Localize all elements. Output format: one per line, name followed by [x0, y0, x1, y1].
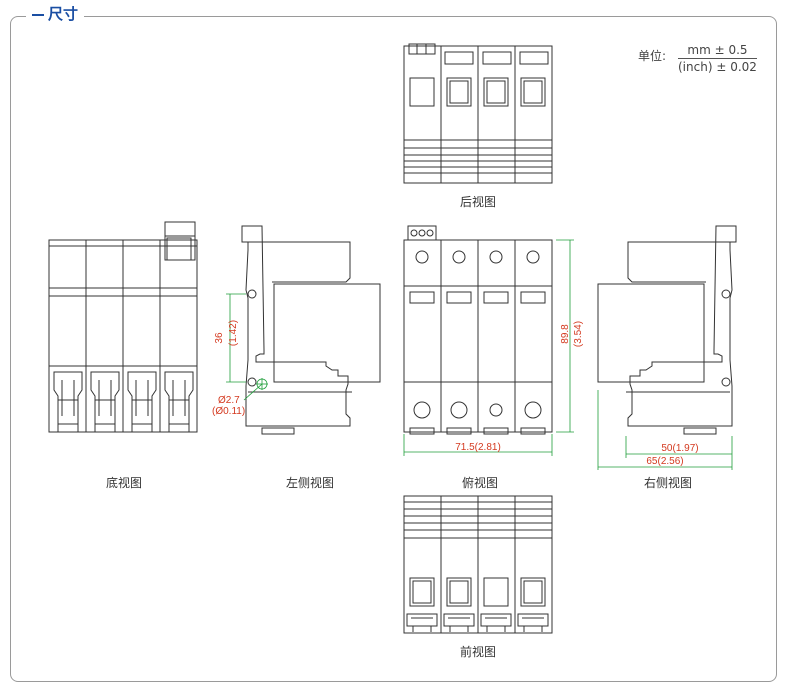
bottom-view — [48, 221, 198, 433]
caption-back-view: 后视图 — [459, 195, 497, 209]
caption-right-side-view: 右侧视图 — [643, 476, 693, 490]
caption-bottom-view: 底视图 — [105, 476, 143, 490]
unit-inch: (inch) ± 0.02 — [678, 60, 757, 74]
drawing-frame — [10, 16, 777, 682]
front-view — [403, 495, 553, 634]
dim-89-8-inch: (3.54) — [573, 321, 584, 347]
caption-top-view: 俯视图 — [461, 476, 499, 490]
caption-left-side-view: 左侧视图 — [285, 476, 335, 490]
top-view — [403, 225, 553, 435]
dim-71-5: 71.5(2.81) — [455, 442, 501, 453]
dim-hole-dia-inch: (Ø0.11) — [212, 406, 245, 417]
dim-50: 50(1.97) — [661, 443, 698, 454]
caption-front-view: 前视图 — [459, 645, 497, 659]
section-title: 尺寸 — [26, 4, 85, 24]
dim-hole-dia: Ø2.7 — [218, 395, 240, 406]
right-side-view — [597, 225, 737, 435]
left-side-view — [241, 225, 381, 435]
dim-36: 36 — [214, 332, 225, 344]
unit-mm: mm ± 0.5 — [678, 42, 757, 59]
dim-65: 65(2.56) — [646, 456, 683, 467]
unit-fraction: mm ± 0.5 (inch) ± 0.02 — [678, 42, 757, 75]
dimension-lines — [226, 239, 733, 470]
unit-label: 单位: — [638, 49, 667, 63]
section-title-text: 尺寸 — [48, 5, 79, 23]
dim-89-8: 89.8 — [560, 324, 571, 344]
dim-36-inch: (1.42) — [228, 320, 239, 346]
title-dash — [32, 13, 44, 16]
back-view — [403, 43, 553, 184]
